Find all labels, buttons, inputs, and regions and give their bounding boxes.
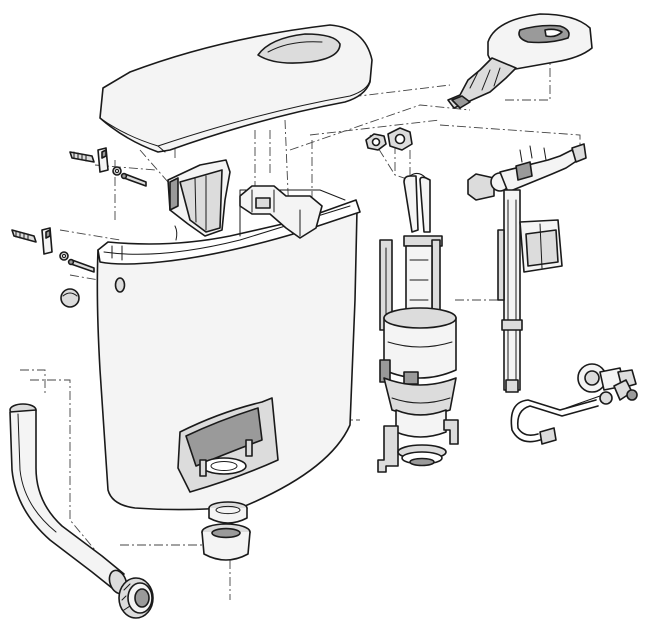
fill-valve <box>467 143 587 393</box>
tank-inner-insert <box>239 185 323 239</box>
cistern-lid <box>99 24 373 153</box>
mounting-bracket <box>167 159 231 241</box>
nuts <box>365 127 413 151</box>
push-button-actuator <box>447 13 593 109</box>
flush-pipe <box>9 403 128 595</box>
wall-plugs-and-screws-upper <box>69 147 147 187</box>
cistern-tank <box>96 189 361 511</box>
angle-stop-valve <box>577 363 638 405</box>
supply-hose <box>510 395 601 445</box>
flush-valve <box>377 172 459 473</box>
rubber-seals <box>118 501 251 619</box>
wall-plugs-and-screws-lower <box>11 227 95 308</box>
